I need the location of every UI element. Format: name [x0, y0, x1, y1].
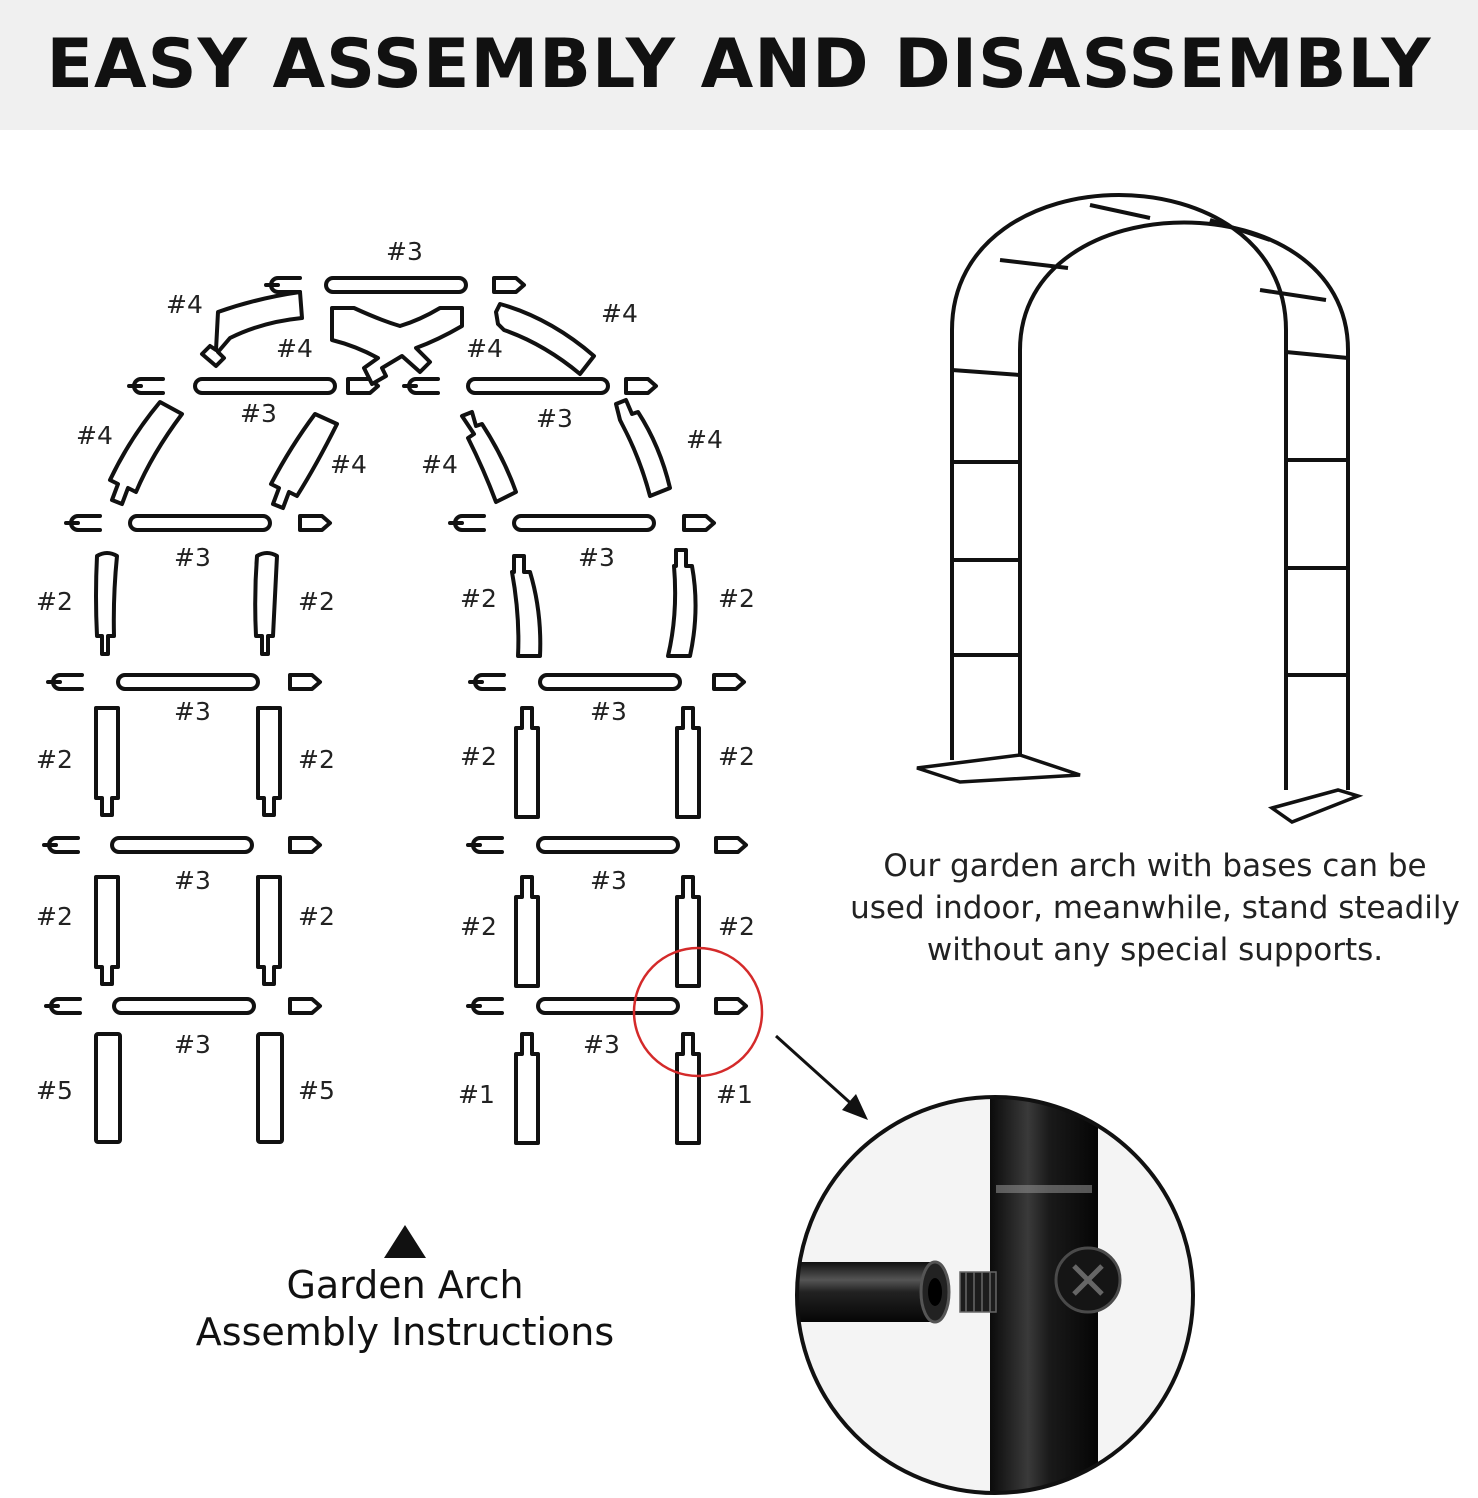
part-label: #4	[166, 290, 203, 319]
leg-part	[510, 554, 543, 658]
arrow-down-right-icon	[774, 1034, 868, 1120]
part-label: #4	[686, 425, 723, 454]
bar-part	[324, 276, 468, 294]
part-label: #3	[578, 543, 615, 572]
part-label: #3	[174, 1030, 211, 1059]
page-title: EASY ASSEMBLY AND DISASSEMBLY	[46, 25, 1432, 104]
part-label: #3	[174, 697, 211, 726]
bolt-connector-icon	[42, 514, 332, 1015]
bar-part	[128, 514, 272, 532]
part-label: #2	[36, 587, 73, 616]
left-column-parts	[42, 276, 596, 1144]
leg-part	[253, 551, 279, 656]
part-label: #2	[36, 745, 73, 774]
bolt-connector-icon	[448, 514, 748, 1015]
leg-part	[666, 548, 698, 658]
bar-part	[112, 997, 256, 1015]
part-label: #4	[276, 334, 313, 363]
leg-part	[94, 551, 119, 656]
magnify-circle-icon	[795, 1095, 1195, 1495]
part-label: #5	[298, 1076, 335, 1105]
part-label: #2	[718, 584, 755, 613]
part-label: #5	[36, 1076, 73, 1105]
curved-part	[269, 412, 339, 510]
bolt-connector-icon	[264, 276, 526, 294]
bolt-connector-icon	[402, 377, 658, 395]
curved-part	[494, 302, 596, 376]
part-label: #1	[716, 1080, 753, 1109]
part-label: #2	[460, 912, 497, 941]
part-label: #3	[174, 866, 211, 895]
triangle-up-icon	[384, 1225, 426, 1258]
part-label: #2	[460, 742, 497, 771]
part-label: #3	[174, 543, 211, 572]
part-label: #1	[458, 1080, 495, 1109]
leg-parts-right	[514, 706, 701, 1145]
bolt-connector-icon	[127, 377, 380, 395]
leg-parts-left	[94, 706, 284, 1144]
caption-line: Our garden arch with bases can be	[883, 848, 1427, 884]
curved-part	[108, 400, 184, 506]
bar-part	[466, 377, 610, 395]
caption-line: without any special supports.	[926, 932, 1384, 968]
instructions-title: Garden Arch Assembly Instructions	[150, 1262, 660, 1356]
part-label: #3	[240, 399, 277, 428]
bar-part	[110, 836, 254, 854]
curved-part	[460, 410, 518, 504]
part-label: #2	[718, 742, 755, 771]
part-label: #2	[298, 587, 335, 616]
curved-part	[200, 290, 304, 368]
part-label: #4	[330, 450, 367, 479]
part-label: #3	[590, 866, 627, 895]
part-label: #4	[601, 299, 638, 328]
caption-line: used indoor, meanwhile, stand steadily	[850, 890, 1460, 926]
part-label: #2	[298, 745, 335, 774]
curved-part	[614, 398, 672, 498]
part-label: #4	[76, 421, 113, 450]
instructions-line: Garden Arch	[286, 1263, 524, 1307]
cross-connector	[330, 306, 464, 386]
bar-part	[536, 836, 680, 854]
instructions-line: Assembly Instructions	[195, 1310, 615, 1354]
part-label: #3	[536, 404, 573, 433]
part-label: #3	[386, 237, 423, 266]
part-label: #2	[298, 902, 335, 931]
part-label: #3	[590, 697, 627, 726]
part-label: #4	[466, 334, 503, 363]
part-label: #2	[460, 584, 497, 613]
part-label: #2	[718, 912, 755, 941]
part-label: #4	[421, 450, 458, 479]
part-label: #2	[36, 902, 73, 931]
garden-arch-illustration	[916, 193, 1364, 824]
bar-part	[538, 673, 682, 691]
right-column-parts	[402, 377, 748, 1145]
product-caption: Our garden arch with bases can be used i…	[850, 845, 1460, 971]
header-band: EASY ASSEMBLY AND DISASSEMBLY	[0, 0, 1478, 130]
part-labels: #3 #4 #4 #4 #4 #3 #3 #4 #4 #4 #4 #3 #3 #…	[36, 237, 755, 1109]
part-label: #3	[583, 1030, 620, 1059]
bar-part	[512, 514, 656, 532]
bar-part	[536, 997, 680, 1015]
highlight-circle	[632, 946, 764, 1078]
bar-part	[116, 673, 260, 691]
bar-part	[193, 377, 337, 395]
